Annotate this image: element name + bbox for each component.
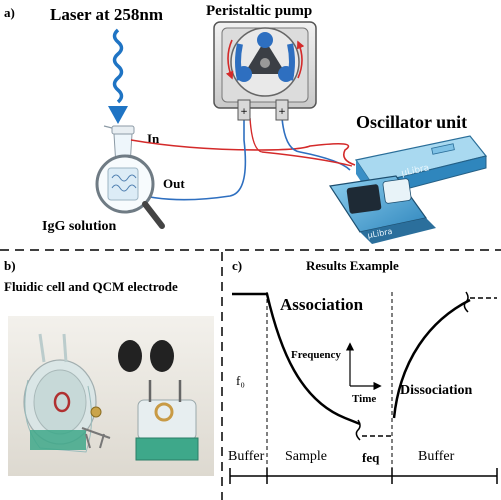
frequency-curve [232,292,361,426]
curve-break-low [355,419,361,441]
pump-to-device-blue [281,117,351,171]
red-cable-to-device [261,151,353,167]
o-ring [53,391,71,413]
laser-arrowhead [108,106,128,124]
panel-c: c) Results Example Association Dissociat… [228,258,498,484]
time-axis-label: Time [352,393,376,405]
oscillator-label: Oscillator unit [356,112,467,132]
phase-label-buffer-1: Buffer [228,449,265,464]
phase-label-buffer-2: Buffer [418,449,455,464]
dissociation-curve [392,298,471,419]
electrode-base [135,437,199,461]
outlet-tube-blue [128,118,247,201]
out-label: Out [163,176,185,191]
panel-c-label: c) [232,258,242,273]
pump-label: Peristaltic pump [206,3,312,19]
laser-label: Laser at 258nm [50,5,163,24]
phase-interval-ticks [229,468,498,484]
feq-label: feq [362,450,380,465]
laser-beam [112,28,124,104]
svg-text:+: + [278,107,286,117]
panel-a-label: a) [4,5,15,20]
fluidic-cell-photo [8,316,214,476]
magnifier-icon [95,154,165,229]
dissociation-label: Dissociation [400,383,473,398]
association-label: Association [280,295,364,314]
panel-c-title: Results Example [306,258,399,273]
panel-b-title: Fluidic cell and QCM electrode [4,279,178,294]
frequency-axis-label: Frequency [291,349,341,361]
pump-rotor [236,32,294,82]
inlet-tube-red [130,139,356,166]
panel-b: b) Fluidic cell and QCM electrode [4,258,214,476]
phase-label-sample: Sample [285,449,327,464]
igg-solution-label: IgG solution [42,219,117,234]
oscillator-device: µLibra µLibra [328,135,488,244]
panel-a: a) Laser at 258nm In Out IgG solution [4,3,488,244]
qcm-crystal [90,406,102,418]
device-brand-lower: µLibra [367,227,393,240]
panel-b-label: b) [4,258,16,273]
svg-text:+: + [240,107,248,117]
curve-break-high [463,291,469,313]
f0-label: f₀ [236,373,245,388]
peristaltic-pump: + + [213,21,317,121]
inlet-tube-red-2 [249,117,263,153]
